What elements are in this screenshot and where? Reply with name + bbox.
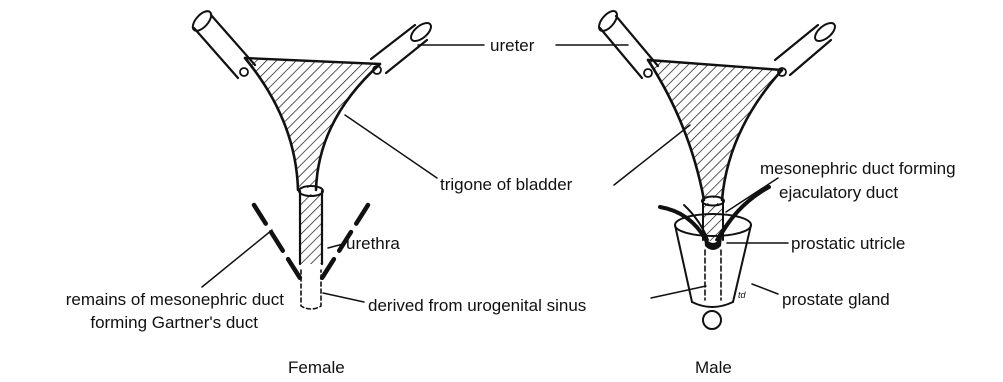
label-remains-of-mesonephric-duct: remains of mesonephric duct <box>66 290 285 309</box>
female-ureter-left <box>190 8 255 78</box>
male-trigone <box>640 50 800 210</box>
male-ureter-right <box>775 20 838 76</box>
caption-female: Female <box>288 358 345 377</box>
label-prostatic-utricle: prostatic utricle <box>791 234 905 253</box>
label-derived-from-urogenital-sinus: derived from urogenital sinus <box>368 296 586 315</box>
female-diagram <box>190 8 484 309</box>
caption-male: Male <box>695 358 732 377</box>
label-trigone-of-bladder: trigone of bladder <box>440 175 573 194</box>
label-ejaculatory-duct: ejaculatory duct <box>779 183 898 202</box>
label-ureter: ureter <box>490 36 535 55</box>
leader-ejaculatory <box>726 178 778 212</box>
female-gartner-duct-left <box>254 205 300 278</box>
leader-remains <box>202 230 272 287</box>
male-ureter-left <box>596 8 658 78</box>
leader-trigone-male <box>614 125 690 185</box>
label-urethra: urethra <box>346 234 400 253</box>
leader-derived-male <box>651 286 706 298</box>
female-urethra <box>299 186 323 309</box>
female-ureter-right <box>371 20 434 74</box>
label-forming-gartners-duct: forming Gartner's duct <box>90 313 258 332</box>
label-mesonephric-duct-forming: mesonephric duct forming <box>760 159 956 178</box>
leader-prostate-gland <box>752 284 778 294</box>
leader-derived-female <box>323 293 364 302</box>
label-prostate-gland: prostate gland <box>782 290 890 309</box>
leader-trigone <box>345 115 437 178</box>
artist-mark: td <box>738 290 747 300</box>
